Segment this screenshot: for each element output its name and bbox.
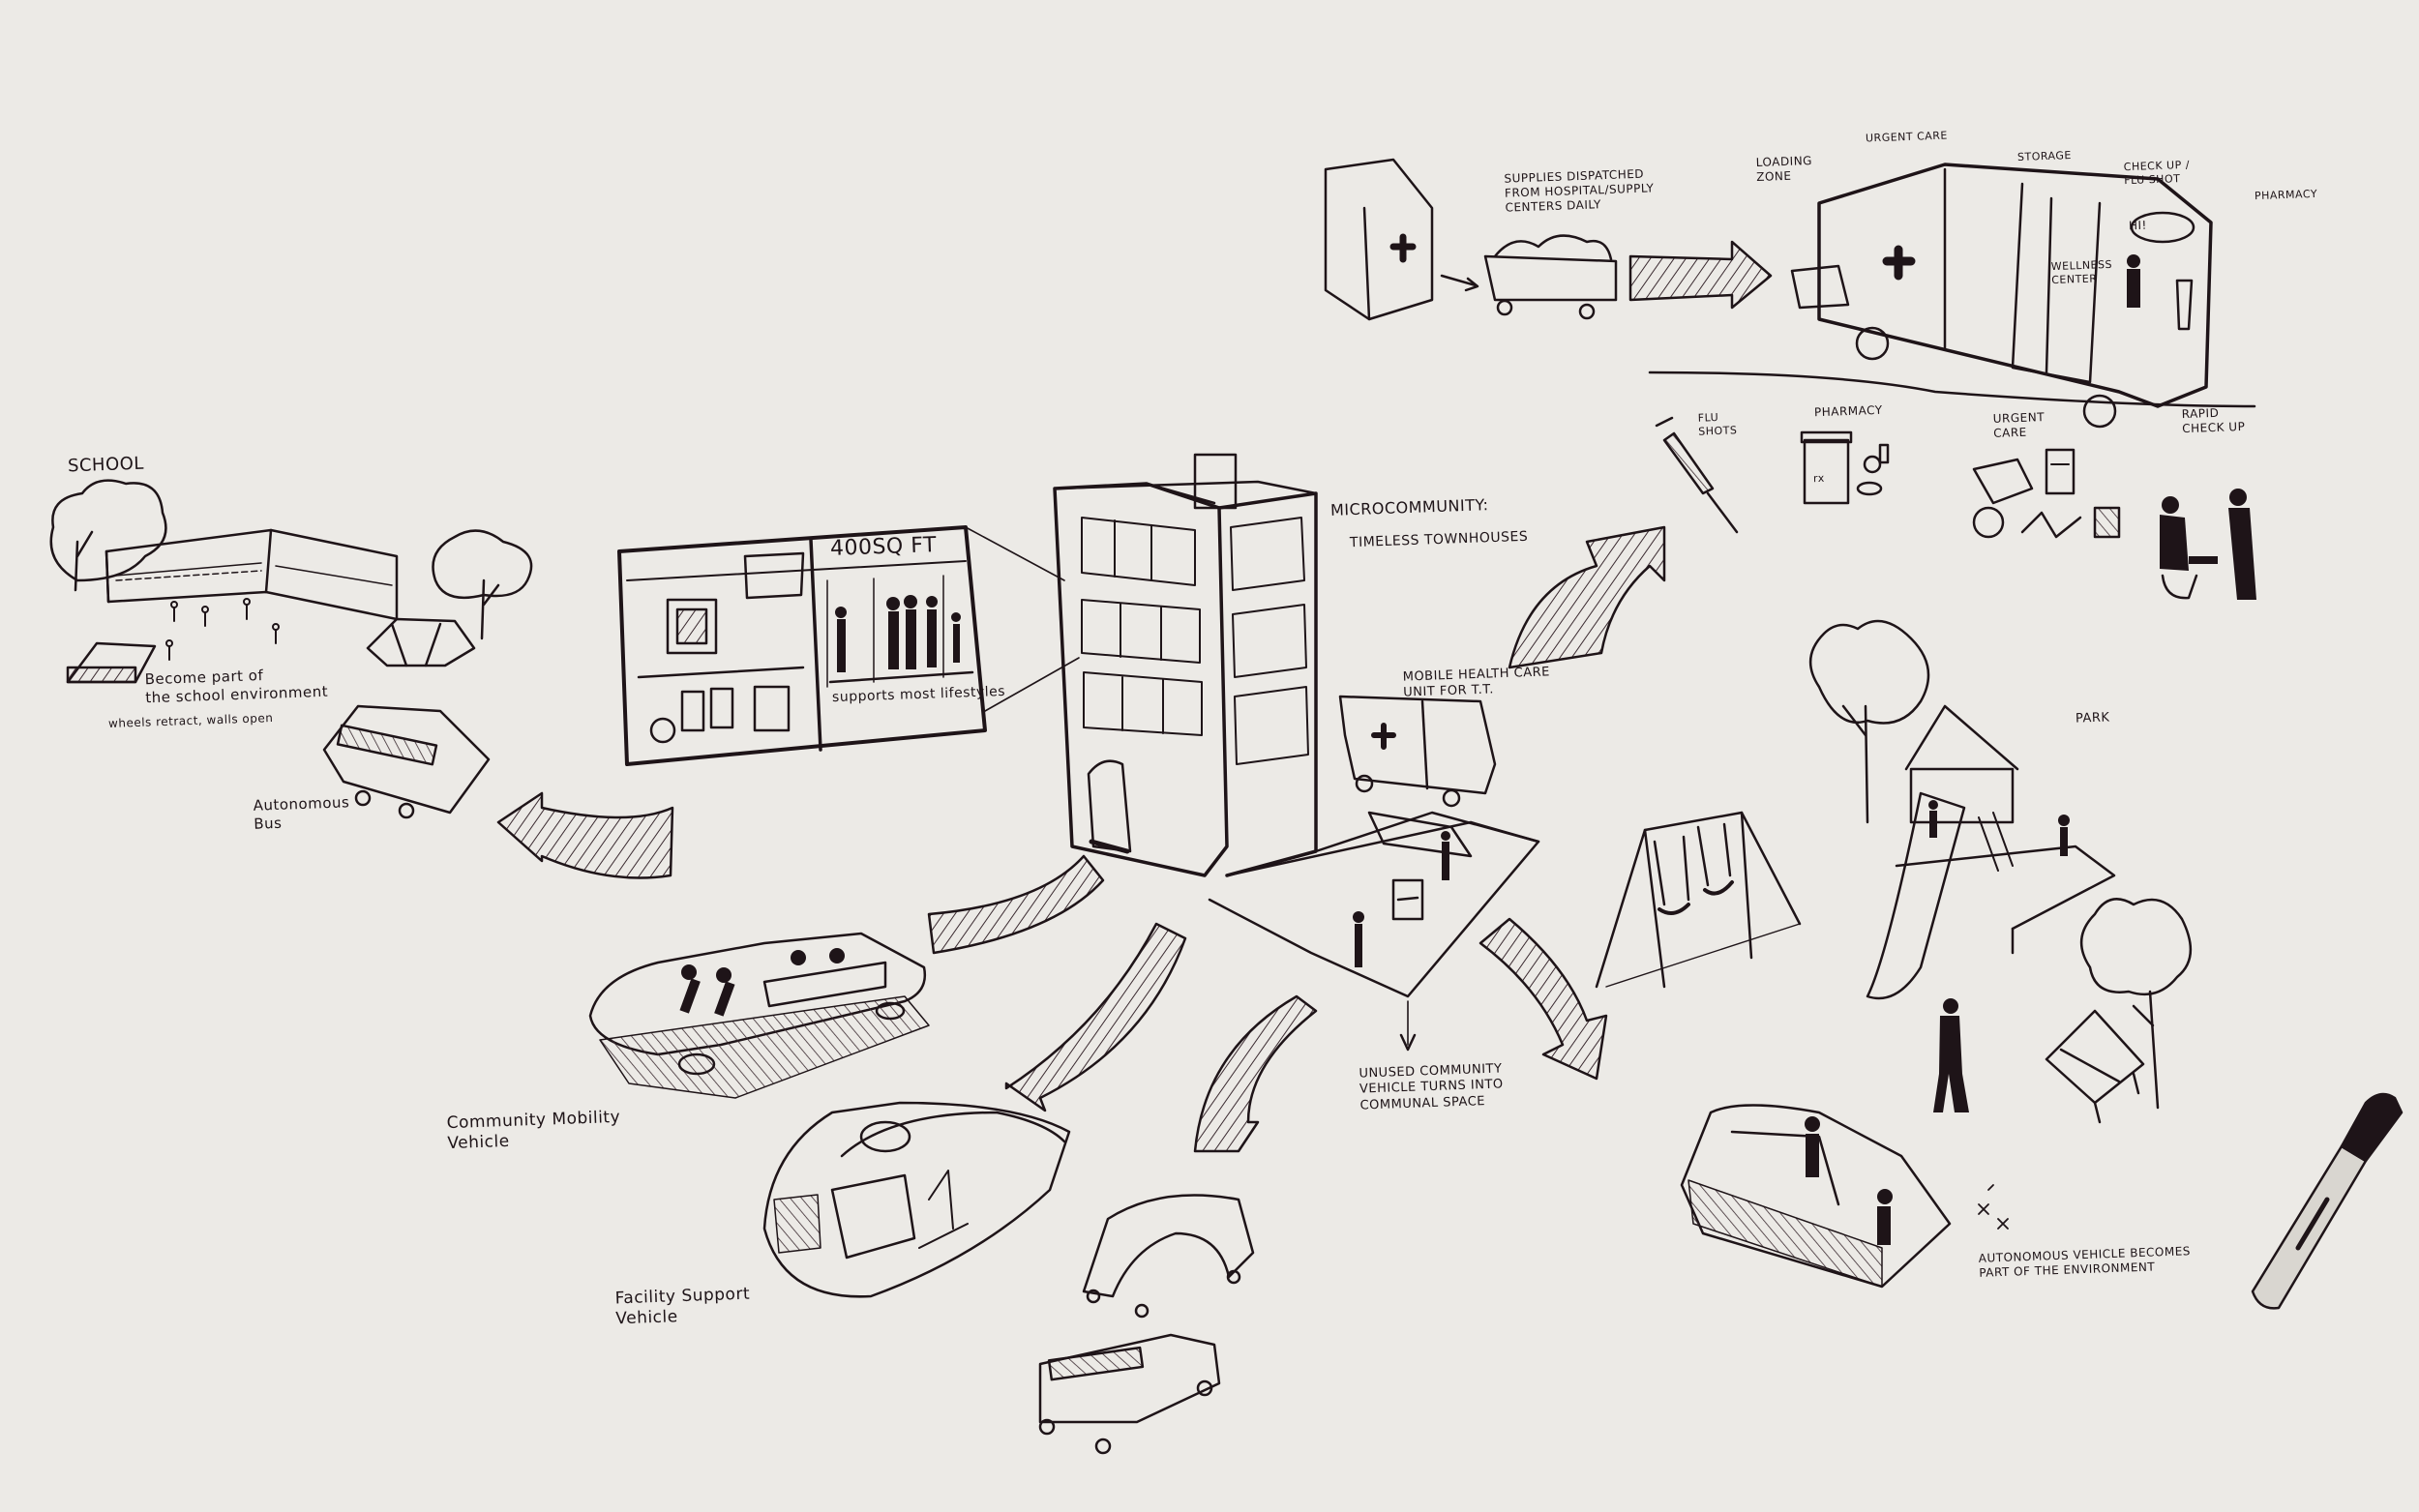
building-entrance — [1087, 759, 1132, 854]
label-hi: HI! — [2128, 218, 2148, 233]
health-icons-row — [1655, 416, 2256, 600]
school-building — [105, 528, 399, 621]
park-bench — [2045, 1009, 2145, 1124]
courtyard-people-icon — [1353, 831, 1450, 967]
floor-plan-people-icon — [835, 595, 961, 672]
supply-chain — [1324, 158, 1773, 321]
health-van — [1648, 163, 2256, 429]
school-kids-icon — [165, 598, 280, 661]
bus-pavilion-right — [366, 617, 476, 667]
mobility-passengers-icon — [679, 948, 845, 1017]
label-school: SCHOOL — [67, 453, 145, 477]
rapid-checkup-icon — [2160, 489, 2256, 600]
small-vehicle-canopy — [1082, 1194, 1255, 1319]
courtyard — [1208, 695, 1540, 998]
arrow-to-school — [496, 791, 674, 879]
label-rapid-checkup: Rapid check up — [2181, 405, 2246, 436]
arrow-to-microcommunity — [1508, 525, 1666, 669]
arrow-to-park — [1478, 917, 1608, 1081]
label-pharmacy-top: Pharmacy — [2254, 187, 2318, 203]
arrow-to-mobility — [1004, 922, 1187, 1112]
tree-right-icon — [432, 529, 533, 640]
label-mobile-health: Mobile Health care unit for T.T. — [1402, 665, 1551, 700]
label-park: Park — [2075, 710, 2110, 726]
marker-pen-icon — [2251, 1092, 2404, 1310]
park-tree-small — [2079, 898, 2193, 1110]
courtyard-bench — [1367, 811, 1473, 858]
facility-support-vehicle — [762, 1101, 1071, 1298]
park-scene — [1595, 619, 2193, 1124]
urgent-care-supplies-icon — [1972, 448, 2121, 539]
label-rx: rx — [1812, 471, 1825, 486]
small-vehicle-cart — [1038, 1333, 1221, 1455]
label-checkup-flu: Check up / flu shot — [2123, 158, 2191, 187]
label-unused-vehicle: Unused community vehicle turns into comm… — [1359, 1061, 1504, 1113]
env-vehicle-people-icon — [1805, 1116, 1893, 1245]
bus-pavilion-left — [66, 641, 157, 684]
playhouse — [1895, 704, 2116, 955]
label-autonomous-bus: Autonomous Bus — [253, 793, 350, 833]
label-facility-support: Facility Support Vehicle — [614, 1284, 751, 1329]
label-school-note: Become part of the school environment — [144, 667, 329, 707]
sparkle-icon — [1978, 1184, 2009, 1230]
label-urgent-care-icon: Urgent care — [1992, 410, 2046, 440]
park-people-icon — [1928, 800, 2070, 1112]
label-pharmacy-icon: Pharmacy — [1813, 402, 1883, 420]
slide — [1866, 791, 1966, 1000]
label-supplies: Supplies dispatched from hospital/supply… — [1504, 166, 1655, 215]
townhouse-building — [1053, 453, 1318, 877]
pill-bottle-icon — [1800, 430, 1890, 505]
label-area: 400SQ FT — [829, 533, 938, 561]
env-vehicle — [1680, 1104, 2009, 1289]
syringe-icon — [1655, 416, 1739, 534]
label-wellness: Wellness center — [2050, 257, 2113, 286]
floor-plan — [617, 525, 987, 766]
park-tree-large — [1808, 619, 1930, 824]
community-mobility-vehicle — [588, 932, 930, 1099]
swing-set — [1595, 811, 1802, 989]
arrow-to-bus — [927, 854, 1105, 955]
supply-cart — [1483, 234, 1618, 320]
tree-left-icon — [49, 479, 167, 592]
label-storage: Storage — [2016, 149, 2073, 163]
arrow-to-facility — [1193, 994, 1318, 1153]
label-community-mobility: Community Mobility Vehicle — [446, 1107, 621, 1154]
hospital-box — [1324, 158, 1434, 321]
mobile-health-unit — [1338, 695, 1497, 808]
label-flu-shots: Flu shots — [1697, 410, 1738, 438]
autonomous-bus-sketch — [322, 704, 491, 819]
label-loading-zone: Loading zone — [1755, 153, 1813, 185]
school-group — [49, 479, 533, 819]
pharmacist-icon — [2127, 254, 2140, 308]
